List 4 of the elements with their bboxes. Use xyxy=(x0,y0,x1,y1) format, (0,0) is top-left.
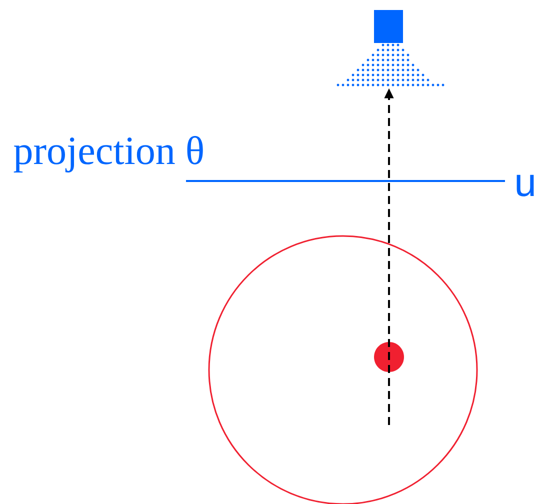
distribution-drawing xyxy=(336,10,444,86)
axis-label: u xyxy=(516,174,534,196)
axis-label: projection θ xyxy=(14,136,203,173)
dot xyxy=(374,342,404,372)
